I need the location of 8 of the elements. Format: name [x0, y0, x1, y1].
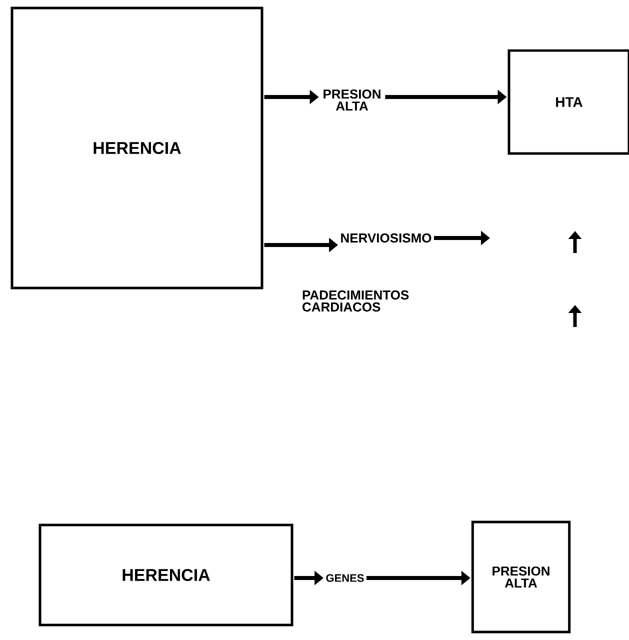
result-box: HTA: [508, 49, 629, 155]
cause-box: HERENCIA: [10, 6, 264, 290]
effect-text: PRESION ALTA: [324, 89, 380, 111]
effect-text: GENES: [326, 574, 364, 582]
effect-text: NERVIOSISMO: [341, 233, 432, 243]
cause-box: HERENCIA: [38, 524, 294, 626]
effect-text: PADECIMIENTOS CARDIACOS: [302, 290, 409, 312]
result-box: PRESION ALTA: [471, 520, 571, 634]
